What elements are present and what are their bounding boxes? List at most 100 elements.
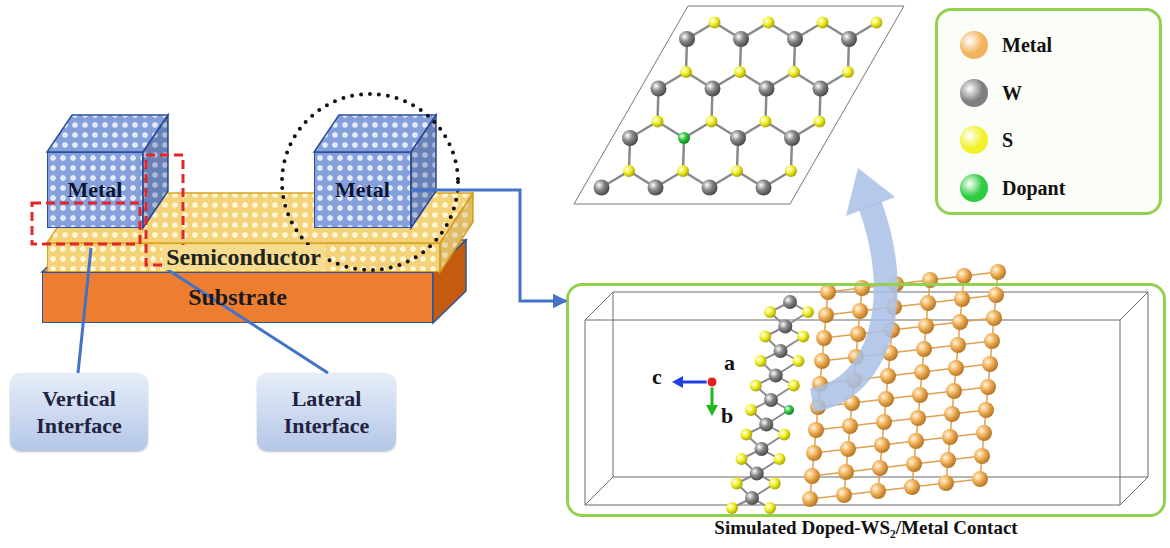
metal-side-shade bbox=[143, 115, 168, 228]
sulfur-atom bbox=[755, 355, 767, 367]
tungsten-atom bbox=[730, 130, 746, 146]
box-edge bbox=[1120, 477, 1148, 505]
metal-atom bbox=[986, 310, 1002, 326]
metal-atom bbox=[916, 341, 932, 357]
legend-label: Metal bbox=[1002, 33, 1052, 57]
sulfur-atom bbox=[793, 355, 805, 367]
sulfur-atom bbox=[731, 478, 743, 490]
sulfur-atom bbox=[726, 502, 738, 514]
sulfur-atom bbox=[731, 165, 743, 177]
metal-atom bbox=[906, 456, 922, 472]
legend-swatch bbox=[960, 174, 988, 202]
metal-atom bbox=[814, 353, 830, 369]
legend-row: S bbox=[960, 124, 1013, 156]
metal-atom bbox=[976, 425, 992, 441]
tungsten-atom bbox=[651, 81, 667, 97]
tungsten-atom bbox=[702, 180, 718, 196]
simulation-panel: Simulated Doped-WS₂/Metal Contact bbox=[566, 283, 1166, 517]
metal-atom bbox=[938, 475, 954, 491]
metal-atom bbox=[974, 448, 990, 464]
tungsten-atom bbox=[648, 180, 664, 196]
zoom-arrow-head bbox=[846, 168, 895, 216]
axis-label-holder: b bbox=[721, 403, 733, 429]
metal-atom bbox=[808, 422, 824, 438]
sulfur-atom bbox=[797, 331, 809, 343]
box-label: Lateral Interface bbox=[263, 385, 390, 440]
axis-b-head bbox=[706, 405, 718, 416]
box-edge bbox=[1120, 292, 1148, 320]
metal-side-shade bbox=[411, 115, 436, 228]
sulfur-atom bbox=[774, 453, 786, 465]
legend-swatch bbox=[960, 126, 988, 154]
tungsten-atom bbox=[759, 81, 775, 97]
figure-caption: Simulated Doped-WS₂/Metal Contact bbox=[714, 517, 1017, 540]
metal-atom bbox=[946, 383, 962, 399]
sulfur-atom bbox=[750, 380, 762, 392]
metal-atom bbox=[842, 418, 858, 434]
sulfur-atom bbox=[788, 66, 800, 78]
metal-atom bbox=[852, 303, 868, 319]
metal-atom bbox=[818, 307, 834, 323]
leader-line bbox=[162, 266, 328, 373]
interface-callout: Vertical Interface bbox=[10, 373, 148, 451]
metal-block: Metal bbox=[314, 152, 411, 228]
metal-atom bbox=[978, 402, 994, 418]
tungsten-atom bbox=[783, 295, 797, 309]
metal-atom bbox=[840, 441, 856, 457]
metal-atom bbox=[876, 414, 892, 430]
metal-atom bbox=[984, 333, 1000, 349]
box-label: Substrate bbox=[188, 283, 287, 312]
sulfur-atom bbox=[709, 17, 721, 29]
tungsten-atom bbox=[756, 180, 772, 196]
sulfur-atom bbox=[788, 380, 800, 392]
tungsten-atom bbox=[755, 442, 769, 456]
box-label: Semiconductor bbox=[162, 245, 325, 270]
metal-atom bbox=[836, 487, 852, 503]
metal-atom bbox=[802, 491, 818, 507]
legend-box: MetalWSDopant bbox=[935, 8, 1162, 215]
tungsten-atom bbox=[769, 369, 783, 383]
zoom-arrow bbox=[812, 205, 886, 400]
dopant-atom bbox=[678, 132, 690, 144]
sulfur-atom bbox=[763, 17, 775, 29]
sulfur-atom bbox=[740, 429, 752, 441]
metal-atom bbox=[954, 291, 970, 307]
metal-atom bbox=[908, 433, 924, 449]
metal-atom bbox=[972, 471, 988, 487]
axis-label-holder: a bbox=[724, 350, 735, 376]
legend-swatch bbox=[960, 79, 988, 107]
sulfur-atom bbox=[745, 404, 757, 416]
axis-label: b bbox=[721, 403, 733, 429]
sulfur-atom bbox=[734, 66, 746, 78]
metal-atom bbox=[948, 360, 964, 376]
legend-swatch bbox=[960, 31, 988, 59]
sulfur-atom bbox=[814, 116, 826, 128]
box-label: Metal bbox=[68, 177, 123, 203]
metal-atom bbox=[910, 410, 926, 426]
metal-atom bbox=[880, 368, 896, 384]
tungsten-atom bbox=[764, 393, 778, 407]
sulfur-atom bbox=[759, 331, 771, 343]
semiconductor-side bbox=[440, 193, 473, 272]
tungsten-atom bbox=[778, 320, 792, 334]
legend-row: Dopant bbox=[960, 172, 1065, 204]
leader-line bbox=[78, 248, 91, 373]
metal-atom bbox=[918, 318, 934, 334]
axis-label-holder: c bbox=[652, 364, 662, 390]
box-label: Vertical Interface bbox=[16, 385, 142, 440]
legend-row: Metal bbox=[960, 29, 1052, 61]
sulfur-atom bbox=[764, 306, 776, 318]
metal-atom bbox=[806, 445, 822, 461]
tungsten-atom bbox=[622, 130, 638, 146]
caption-holder: Simulated Doped-WS₂/Metal Contact bbox=[569, 517, 1163, 540]
zoom-circle bbox=[282, 94, 458, 270]
tungsten-atom bbox=[784, 130, 800, 146]
metal-atom bbox=[878, 391, 894, 407]
sulfur-atom bbox=[817, 17, 829, 29]
sulfur-atom bbox=[706, 116, 718, 128]
tungsten-atom bbox=[745, 491, 759, 505]
dopant-atom bbox=[784, 405, 794, 415]
sulfur-atom bbox=[871, 17, 883, 29]
sulfur-atom bbox=[764, 502, 776, 514]
vertical-interface-marker bbox=[32, 203, 140, 244]
